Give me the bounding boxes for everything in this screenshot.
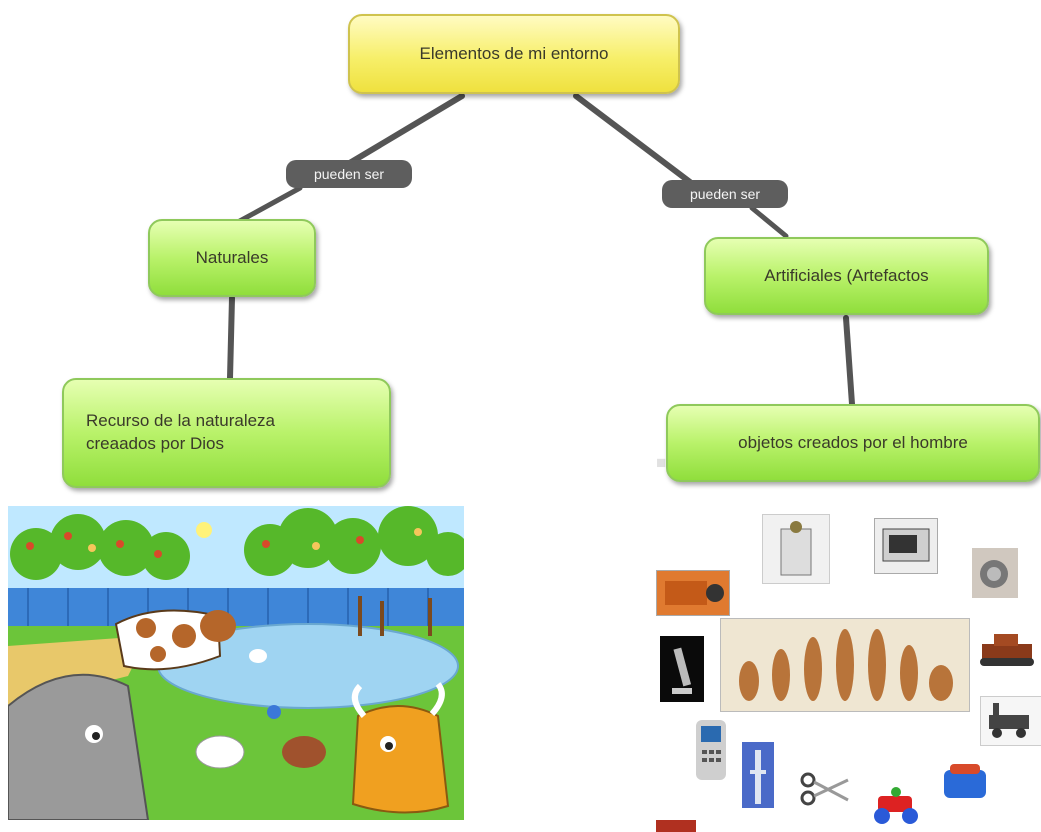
human-evolution-icon [720,618,970,712]
toy-car-icon [868,782,924,830]
root-concept-node[interactable]: Elementos de mi entorno [348,14,680,94]
link-label-left: pueden ser [286,160,412,188]
tank-toy-icon [976,622,1038,674]
link-label-right: pueden ser [662,180,788,208]
scissors-icon [798,770,850,810]
artificiales-node[interactable]: Artificiales (Artefactos [704,237,989,315]
man-made-objects-node[interactable]: objetos creados por el hombre [666,404,1040,482]
natural-resources-node[interactable]: Recurso de la naturaleza creaados por Di… [62,378,391,488]
lamp-icon [660,636,704,702]
camcorder-icon [656,570,730,616]
farm-animals-illustration [8,506,464,820]
device-icon [972,548,1018,598]
naturales-node[interactable]: Naturales [148,219,316,297]
machine-icon [762,514,830,584]
oven-icon [874,518,938,574]
telephone-icon [938,760,992,806]
locomotive-icon [980,696,1041,746]
partial-object-icon [656,820,696,832]
tower-icon [742,742,774,808]
phone-icon [696,720,726,780]
